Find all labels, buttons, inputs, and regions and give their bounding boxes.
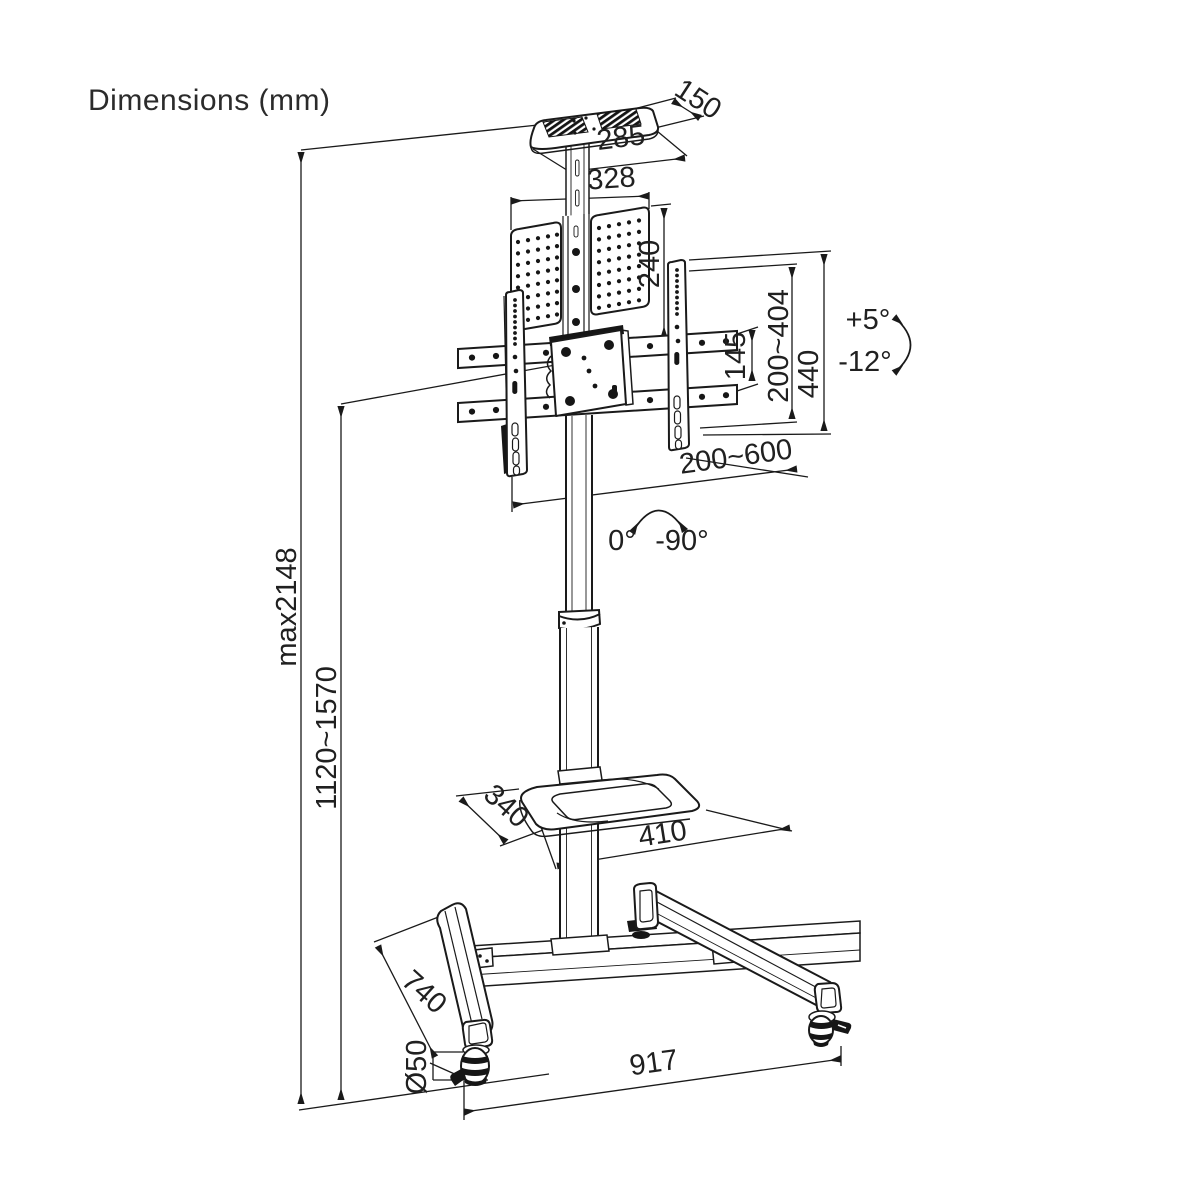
dim-label-arm-gap: 145 [720, 332, 752, 380]
right-caster [808, 1010, 852, 1047]
media-shelf [518, 766, 701, 838]
page-title: Dimensions (mm) [88, 84, 331, 117]
dim-label-height-range: 1120~1570 [311, 666, 343, 810]
bracket-rails [501, 258, 691, 478]
dim-label-base-width: 917 [628, 1044, 680, 1082]
left-leg [436, 902, 494, 1086]
dim-label-max-height: max2148 [271, 547, 303, 666]
perforated-plate [510, 206, 650, 347]
right-leg [627, 881, 852, 1047]
dim-label-tray-depth: 150 [669, 73, 727, 126]
pole-foot [550, 934, 610, 956]
plate-holes [515, 218, 642, 324]
dim-label-base-depth: 740 [395, 964, 452, 1020]
dim-label-swivel-to: -90° [655, 525, 709, 557]
telescopic-pole [550, 414, 610, 956]
angle-arcs [628, 314, 912, 535]
top-tray [529, 106, 660, 155]
dim-label-tilt-up: +5° [846, 304, 891, 336]
dim-label-caster-diameter: Ø50 [401, 1040, 433, 1095]
dim-label-shelf-width: 410 [636, 815, 689, 854]
dim-label-shelf-depth: 340 [477, 778, 534, 834]
dim-label-vesa-vertical: 200~404 [763, 289, 795, 403]
vent-grille-right [596, 108, 642, 130]
dim-label-plate-width: 328 [586, 161, 637, 196]
left-caster [450, 1044, 490, 1086]
dim-label-tray-width: 285 [595, 119, 647, 157]
dim-label-vesa-horizontal: 200~600 [677, 433, 794, 481]
vent-grille-left [542, 116, 589, 138]
swivel-arc [628, 509, 689, 535]
dim-label-swivel-from: 0° [608, 525, 636, 557]
vesa-bracket [545, 325, 634, 417]
tilt-arc [891, 314, 912, 376]
right-rail-holes [673, 268, 683, 450]
tray-support-strip [565, 144, 590, 216]
dim-label-plate-height: 240 [634, 240, 666, 288]
left-rail-holes [511, 298, 521, 476]
dim-label-tilt-down: -12° [838, 346, 892, 378]
dim-label-bracket-height: 440 [793, 350, 825, 398]
